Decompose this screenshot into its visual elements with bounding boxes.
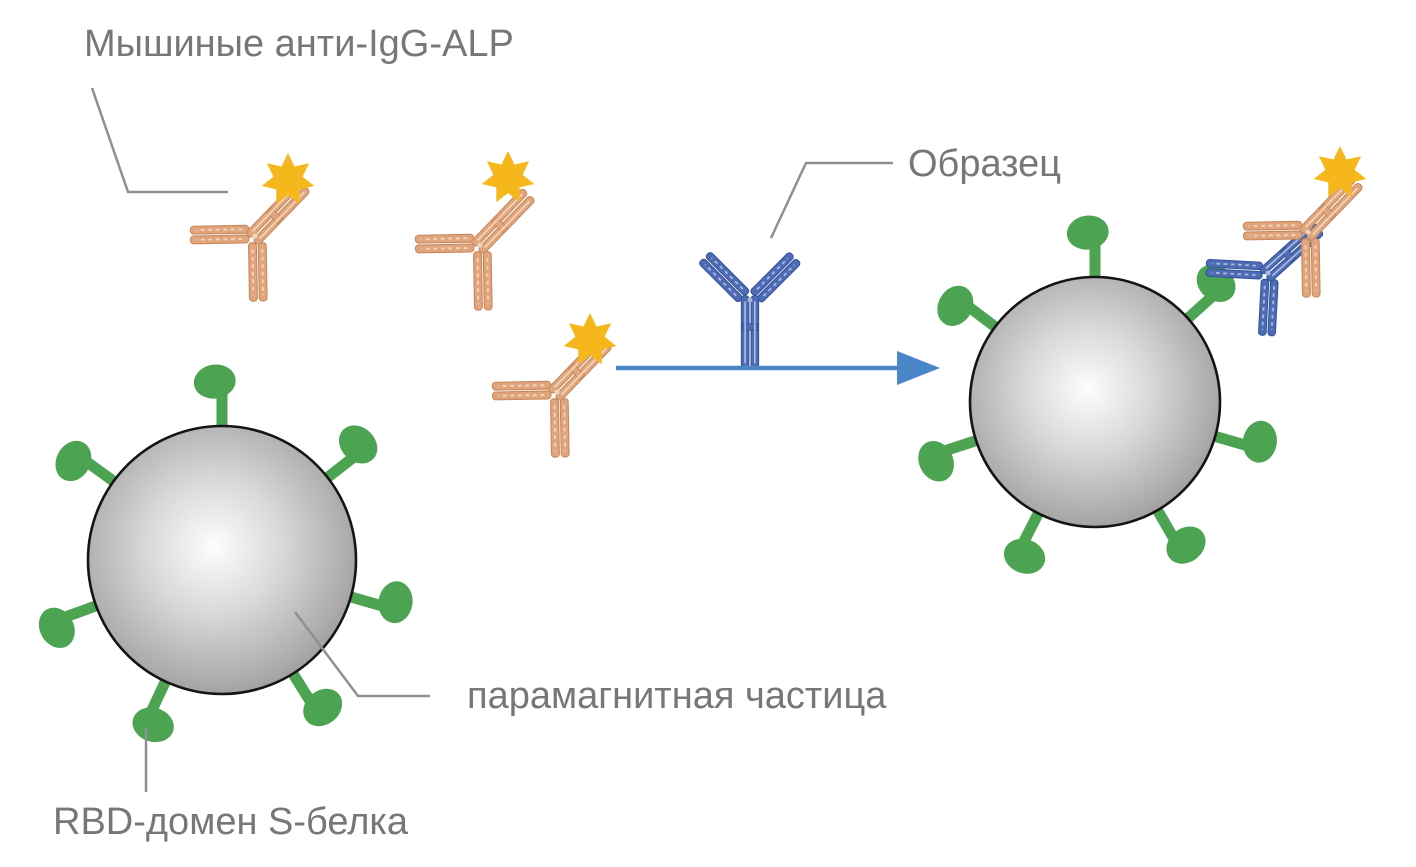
mouse-anti-igg-alp-antibody bbox=[482, 303, 646, 467]
label-sample: Образец bbox=[908, 143, 1062, 185]
label-rbd-domain-s-protein: RBD-домен S-белка bbox=[53, 801, 408, 843]
reaction-arrow bbox=[616, 351, 940, 385]
label-mouse-anti-igg-alp: Мышиные анти-IgG-ALP bbox=[84, 23, 514, 65]
sample-antibody bbox=[697, 250, 803, 369]
paramagnetic-particle-left bbox=[30, 361, 421, 753]
leader-line-sample bbox=[769, 161, 893, 239]
particle-sphere bbox=[968, 275, 1222, 529]
leader-line-reagent bbox=[90, 87, 228, 194]
leader-line-particle bbox=[294, 611, 430, 698]
mouse-anti-igg-alp-antibody bbox=[405, 151, 569, 320]
rbd-spike bbox=[191, 361, 238, 430]
particle-sphere bbox=[86, 424, 358, 696]
mouse-anti-igg-alp-antibody bbox=[180, 147, 344, 311]
rbd-spike bbox=[1064, 212, 1111, 281]
label-paramagnetic-particle: парамагнитная частица bbox=[467, 675, 887, 717]
paramagnetic-particle-right bbox=[910, 212, 1286, 585]
